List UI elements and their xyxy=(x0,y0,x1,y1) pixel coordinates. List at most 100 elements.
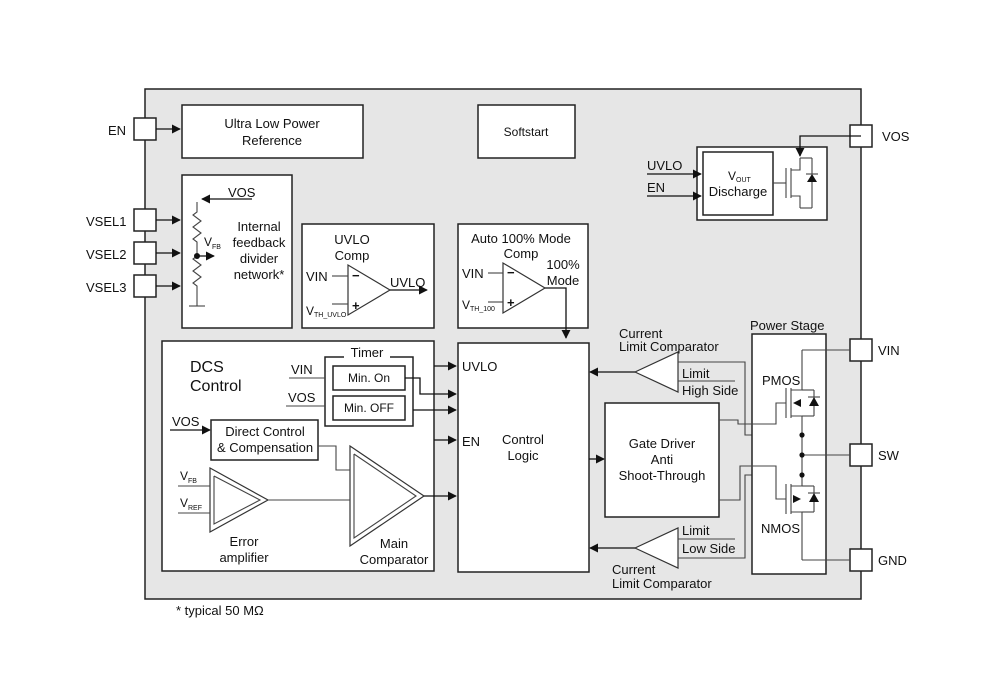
svg-text:Control: Control xyxy=(502,432,544,447)
svg-text:Limit Comparator: Limit Comparator xyxy=(612,576,712,591)
pin-vsel2-label: VSEL2 xyxy=(86,247,126,262)
pin-gnd-label: GND xyxy=(878,553,907,568)
svg-text:NMOS: NMOS xyxy=(761,521,800,536)
pin-en-label: EN xyxy=(108,123,126,138)
pin-en: EN xyxy=(108,117,181,141)
pin-vos-label: VOS xyxy=(882,129,910,144)
svg-text:Comp: Comp xyxy=(504,246,539,261)
svg-text:VIN: VIN xyxy=(291,362,313,377)
svg-text:OUT: OUT xyxy=(736,177,752,184)
discharge-block: V OUT Discharge UVLO EN xyxy=(647,135,861,221)
svg-text:Auto 100% Mode: Auto 100% Mode xyxy=(471,231,571,246)
svg-text:Timer: Timer xyxy=(351,345,384,360)
svg-text:V: V xyxy=(204,235,212,249)
nmos-transistor: NMOS xyxy=(761,455,820,560)
error-amplifier: V FB V REF Error amplifier xyxy=(178,466,270,565)
svg-text:High Side: High Side xyxy=(682,383,738,398)
divider-block: VOS V FB Internal feedback divider netwo… xyxy=(181,174,293,329)
svg-text:100%: 100% xyxy=(546,257,580,272)
svg-text:Min. OFF: Min. OFF xyxy=(344,401,394,415)
pin-vin-label: VIN xyxy=(878,343,900,358)
svg-text:divider: divider xyxy=(240,251,279,266)
pmos-transistor: PMOS xyxy=(762,350,820,455)
svg-text:V: V xyxy=(306,304,314,318)
dcs-control-block: DCS Control Timer Min. On Min. OFF VIN V… xyxy=(161,340,435,572)
pin-sw-label: SW xyxy=(878,448,900,463)
svg-text:VOS: VOS xyxy=(228,185,256,200)
svg-text:UVLO: UVLO xyxy=(462,359,497,374)
svg-text:FB: FB xyxy=(212,244,221,251)
pin-sw: SW xyxy=(849,443,900,467)
svg-text:Shoot-Through: Shoot-Through xyxy=(619,468,706,483)
svg-text:Low Side: Low Side xyxy=(682,541,735,556)
svg-text:feedback: feedback xyxy=(233,235,286,250)
svg-text:V: V xyxy=(462,298,470,312)
svg-text:Internal: Internal xyxy=(237,219,280,234)
svg-text:VIN: VIN xyxy=(462,266,484,281)
svg-text:−: − xyxy=(507,265,515,280)
svg-text:Softstart: Softstart xyxy=(504,125,549,139)
pin-vsel2: VSEL2 xyxy=(86,241,181,265)
main-comparator: Main Comparator xyxy=(268,444,429,567)
footnote: * typical 50 MΩ xyxy=(176,603,264,618)
svg-text:EN: EN xyxy=(462,434,480,449)
svg-text:VIN: VIN xyxy=(306,269,328,284)
svg-text:TH_100: TH_100 xyxy=(470,306,495,313)
svg-text:network*: network* xyxy=(234,267,285,282)
svg-text:FB: FB xyxy=(188,478,197,485)
svg-text:Ultra Low Power: Ultra Low Power xyxy=(224,116,320,131)
svg-text:Control: Control xyxy=(190,378,242,395)
svg-text:Direct Control: Direct Control xyxy=(225,424,305,439)
svg-text:REF: REF xyxy=(188,505,202,512)
svg-text:Reference: Reference xyxy=(242,133,302,148)
svg-text:V: V xyxy=(180,469,188,483)
direct-control-block: VOS Direct Control & Compensation xyxy=(170,414,319,461)
power-stage-block: Power Stage PMOS NMOS xyxy=(750,318,850,575)
svg-text:Power Stage: Power Stage xyxy=(750,318,824,333)
svg-text:UVLO: UVLO xyxy=(390,275,425,290)
svg-text:EN: EN xyxy=(647,180,665,195)
svg-text:Gate Driver: Gate Driver xyxy=(629,436,696,451)
svg-text:& Compensation: & Compensation xyxy=(217,440,313,455)
svg-text:Current: Current xyxy=(612,562,656,577)
svg-text:Current: Current xyxy=(619,326,663,341)
svg-text:Limit: Limit xyxy=(682,523,710,538)
pin-vsel1-label: VSEL1 xyxy=(86,214,126,229)
svg-text:Comparator: Comparator xyxy=(360,552,429,567)
svg-text:Discharge: Discharge xyxy=(709,184,768,199)
current-limit-high-side: Current Limit Comparator Limit High Side xyxy=(589,326,802,436)
svg-text:Main: Main xyxy=(380,536,408,551)
softstart-block: Softstart xyxy=(477,104,576,159)
reference-block: Ultra Low Power Reference xyxy=(181,104,364,159)
pin-gnd: GND xyxy=(849,548,907,572)
svg-text:+: + xyxy=(507,295,515,310)
svg-text:+: + xyxy=(352,298,360,313)
svg-text:PMOS: PMOS xyxy=(762,373,801,388)
svg-text:Anti: Anti xyxy=(651,452,674,467)
gate-driver-block: Gate Driver Anti Shoot-Through xyxy=(604,402,720,518)
svg-text:Comp: Comp xyxy=(335,248,370,263)
svg-text:Logic: Logic xyxy=(507,448,539,463)
gate-drive-wires xyxy=(719,402,786,501)
current-limit-low-side: Limit Low Side Current Limit Comparator xyxy=(589,474,802,591)
svg-text:V: V xyxy=(180,496,188,510)
svg-text:Min. On: Min. On xyxy=(348,371,390,385)
pin-vsel3-label: VSEL3 xyxy=(86,280,126,295)
svg-text:−: − xyxy=(352,268,360,283)
uvlo-comp-block: UVLO Comp − + VIN V TH_UVLO UVLO xyxy=(301,223,435,329)
svg-text:UVLO: UVLO xyxy=(647,158,682,173)
pin-vin: VIN xyxy=(849,338,900,362)
svg-text:Mode: Mode xyxy=(547,273,580,288)
pin-vsel1: VSEL1 xyxy=(86,208,181,232)
svg-text:TH_UVLO: TH_UVLO xyxy=(314,312,347,319)
svg-text:VOS: VOS xyxy=(288,390,316,405)
svg-text:amplifier: amplifier xyxy=(219,550,269,565)
svg-text:Error: Error xyxy=(230,534,260,549)
dcs-to-logic-wires xyxy=(405,361,457,501)
control-logic-block: UVLO EN Control Logic xyxy=(457,342,590,573)
svg-text:V: V xyxy=(728,169,736,183)
pin-vsel3: VSEL3 xyxy=(86,274,181,298)
svg-text:Limit: Limit xyxy=(682,366,710,381)
auto100-comp-block: Auto 100% Mode Comp − + VIN V TH_100 100… xyxy=(457,223,589,339)
